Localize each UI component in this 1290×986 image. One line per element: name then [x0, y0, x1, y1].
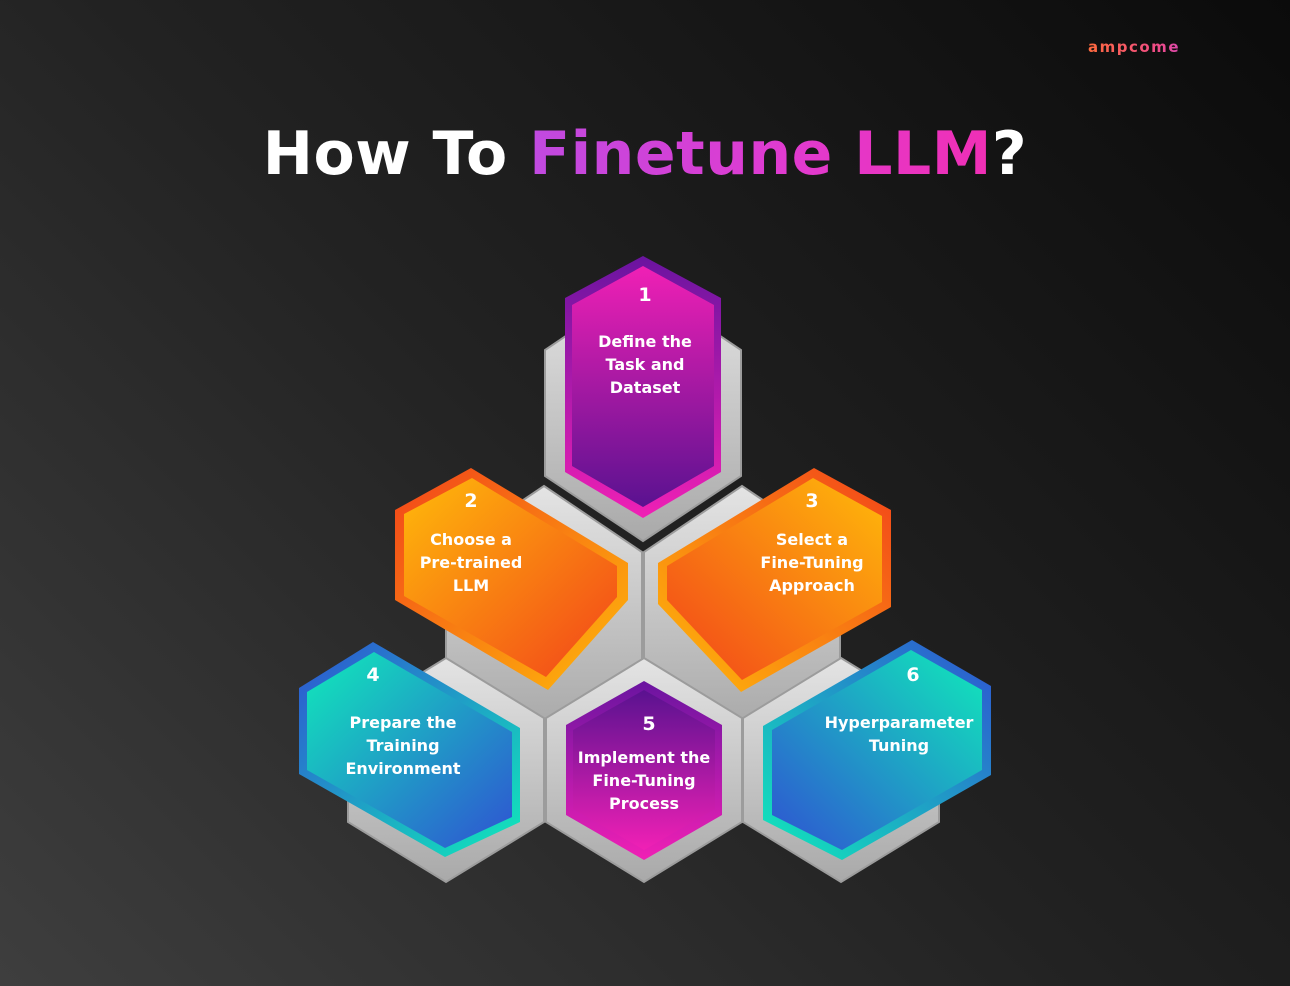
hex-step-3 — [658, 468, 891, 692]
hex-step-6 — [763, 640, 991, 860]
step-label: Choose a Pre-trained LLM — [419, 530, 523, 595]
step-label: Implement the Fine-Tuning Process — [577, 748, 711, 813]
brand-logo: ampcome — [1088, 38, 1218, 56]
step-4: 4 Prepare the Training Environment — [313, 664, 493, 780]
page-title: How To Finetune LLM? — [0, 118, 1290, 190]
step-number: 3 — [805, 490, 819, 512]
step-1: 1 Define the Task and Dataset — [565, 284, 725, 399]
hex-step-4 — [299, 642, 520, 857]
step-number: 5 — [642, 713, 656, 735]
step-label: Select a Fine-Tuning Approach — [760, 530, 864, 595]
title-suffix: ? — [991, 119, 1028, 189]
hex-step-5 — [566, 681, 722, 860]
step-6: 6 Hyperparameter Tuning — [809, 664, 989, 757]
title-prefix: How To — [262, 119, 530, 189]
step-2: 2 Choose a Pre-trained LLM — [391, 490, 551, 597]
step-label: Hyperparameter Tuning — [824, 713, 974, 755]
step-number: 4 — [366, 664, 380, 686]
step-3: 3 Select a Fine-Tuning Approach — [732, 490, 892, 597]
step-5: 5 Implement the Fine-Tuning Process — [564, 713, 724, 815]
hex-step-1 — [565, 256, 721, 518]
step-label: Prepare the Training Environment — [345, 713, 461, 778]
step-number: 1 — [638, 284, 652, 306]
hex-step-2 — [395, 468, 628, 690]
step-number: 2 — [464, 490, 478, 512]
step-number: 6 — [906, 664, 920, 686]
title-highlight: Finetune LLM — [529, 119, 992, 189]
step-label: Define the Task and Dataset — [598, 332, 692, 397]
